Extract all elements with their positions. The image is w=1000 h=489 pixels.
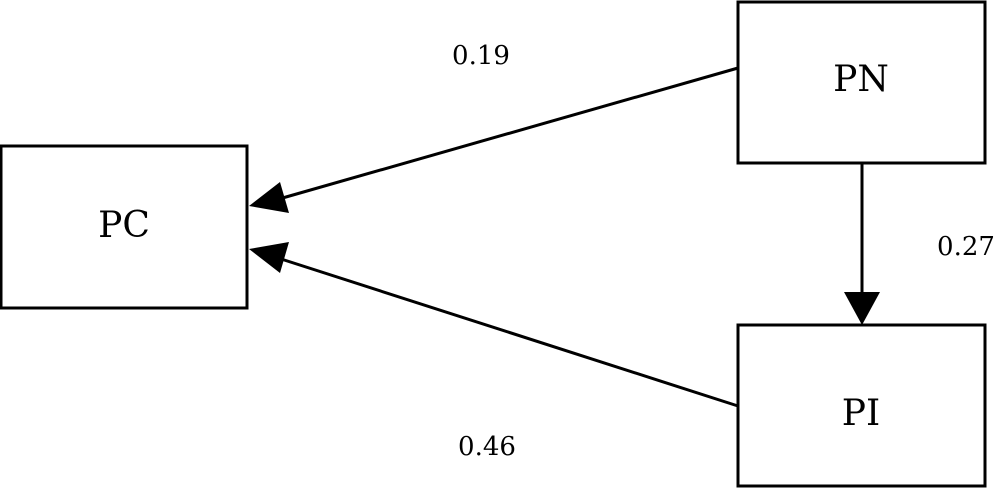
node-pi-label: PI	[842, 393, 880, 434]
edge-pn-to-pi	[844, 163, 880, 325]
node-pi: PI	[736, 323, 987, 488]
node-pn: PN	[736, 0, 987, 165]
node-pi-box	[736, 323, 987, 488]
edge-pi-to-pc	[249, 242, 739, 408]
edge-pn-to-pc	[249, 66, 739, 213]
edge-pi-to-pc-line	[277, 256, 739, 408]
node-pc: PC	[0, 144, 249, 310]
node-pn-label: PN	[833, 59, 889, 100]
edge-pn-to-pc-arrowhead	[249, 182, 289, 213]
edge-pi-to-pc-arrowhead	[249, 242, 289, 273]
edge-pn-to-pi-coefficient: 0.27	[937, 232, 995, 262]
edge-pn-to-pi-arrowhead	[844, 292, 880, 325]
edge-pn-to-pc-coefficient: 0.19	[452, 41, 510, 71]
edge-pn-to-pc-line	[278, 66, 739, 201]
node-pn-box	[736, 0, 987, 165]
node-pc-box	[0, 144, 249, 310]
edge-pi-to-pc-coefficient: 0.46	[458, 432, 516, 462]
node-pc-label: PC	[98, 205, 150, 246]
